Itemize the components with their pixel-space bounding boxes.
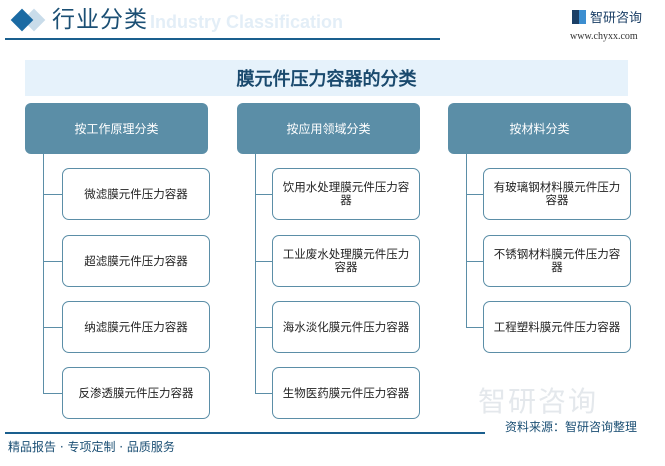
category-header: 按应用领域分类	[237, 103, 420, 154]
connector-line	[43, 261, 62, 262]
connector-line	[43, 393, 62, 394]
category-item: 微滤膜元件压力容器	[62, 168, 210, 220]
connector-line	[255, 327, 272, 328]
logo-text: 智研咨询	[590, 11, 643, 26]
category-item: 海水淡化膜元件压力容器	[272, 301, 420, 353]
connector-line	[466, 261, 483, 262]
category-item: 不锈钢材料膜元件压力容器	[483, 235, 631, 287]
connector-line	[43, 154, 44, 393]
connector-line	[255, 154, 256, 393]
category-item: 反渗透膜元件压力容器	[62, 367, 210, 419]
category-item: 超滤膜元件压力容器	[62, 235, 210, 287]
source-note: 资料来源：智研咨询整理	[505, 420, 638, 434]
category-header: 按工作原理分类	[25, 103, 208, 154]
site-url: www.chyxx.com	[570, 31, 638, 42]
connector-line	[466, 154, 467, 327]
header-divider	[5, 38, 440, 40]
category-header: 按材料分类	[448, 103, 631, 154]
connector-line	[255, 393, 272, 394]
category-item: 工业废水处理膜元件压力容器	[272, 235, 420, 287]
logo-icon	[572, 9, 586, 24]
footer-divider	[5, 432, 485, 434]
connector-line	[43, 194, 62, 195]
header-title: 行业分类	[52, 7, 148, 33]
category-item: 生物医药膜元件压力容器	[272, 367, 420, 419]
diagram-title: 膜元件压力容器的分类	[25, 60, 628, 96]
connector-line	[255, 194, 272, 195]
watermark: 智研咨询	[478, 385, 599, 418]
logo: 智研咨询	[572, 7, 642, 26]
header-subtitle: Industry Classification	[150, 12, 344, 32]
connector-line	[466, 327, 483, 328]
category-item: 饮用水处理膜元件压力容器	[272, 168, 420, 220]
category-item: 纳滤膜元件压力容器	[62, 301, 210, 353]
slogan: 精品报告 · 专项定制 · 品质服务	[8, 440, 175, 454]
connector-line	[255, 261, 272, 262]
connector-line	[466, 194, 483, 195]
category-item: 工程塑料膜元件压力容器	[483, 301, 631, 353]
category-item: 有玻璃钢材料膜元件压力容器	[483, 168, 631, 220]
connector-line	[43, 327, 62, 328]
